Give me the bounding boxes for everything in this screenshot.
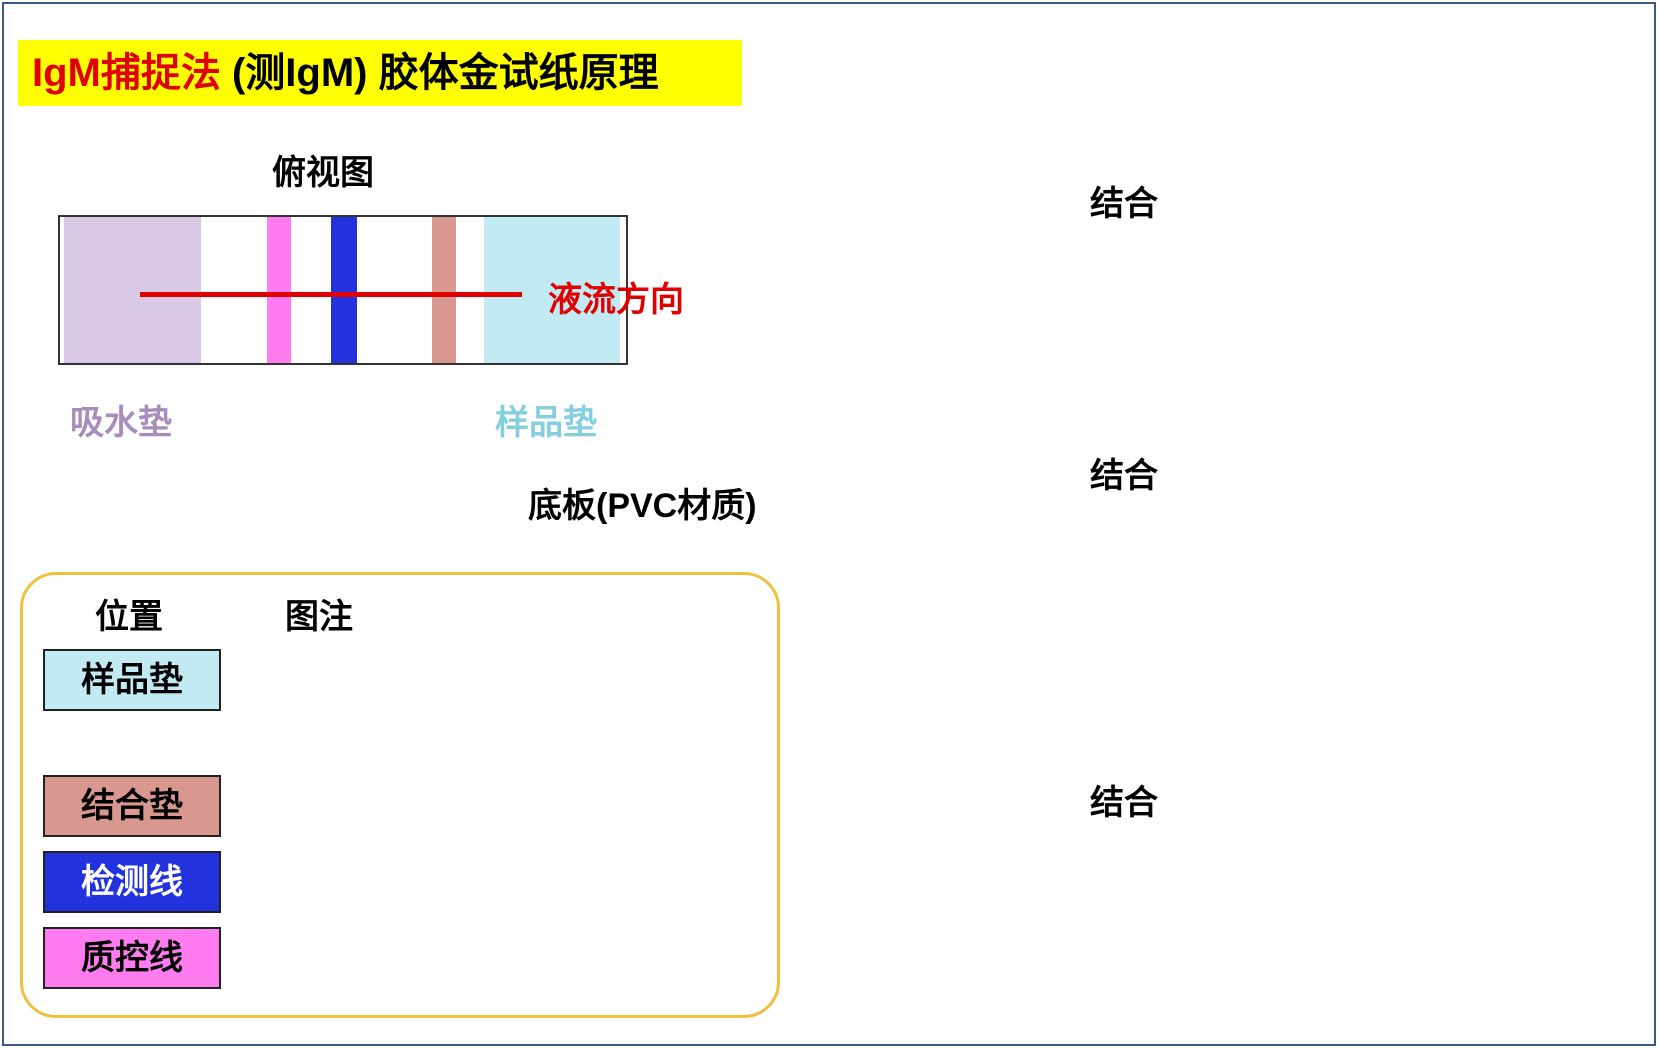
legend-box: 位置 图注 样品垫 结合垫 检测线 质控线 bbox=[20, 572, 780, 1018]
base-label: 底板(PVC材质) bbox=[528, 487, 757, 525]
flow-arrow bbox=[140, 292, 522, 297]
sample-label: 样品垫 bbox=[495, 404, 597, 442]
legend-header-notes: 图注 bbox=[285, 598, 353, 636]
legend-test-line: 检测线 bbox=[43, 851, 221, 913]
legend-sample-pad: 样品垫 bbox=[43, 649, 221, 711]
flow-label: 液流方向 bbox=[548, 281, 684, 319]
slide-title: IgM捕捉法 (测IgM) 胶体金试纸原理 bbox=[18, 40, 742, 106]
row1-op: 结合 bbox=[1090, 185, 1158, 223]
legend-conjugate-pad: 结合垫 bbox=[43, 775, 221, 837]
legend-header-position: 位置 bbox=[95, 598, 163, 636]
test-strip bbox=[58, 215, 628, 365]
row2-op: 结合 bbox=[1090, 457, 1158, 495]
row3-op: 结合 bbox=[1090, 784, 1158, 822]
top-view-label: 俯视图 bbox=[272, 154, 374, 192]
legend-control-line: 质控线 bbox=[43, 927, 221, 989]
absorb-label: 吸水垫 bbox=[70, 404, 172, 442]
